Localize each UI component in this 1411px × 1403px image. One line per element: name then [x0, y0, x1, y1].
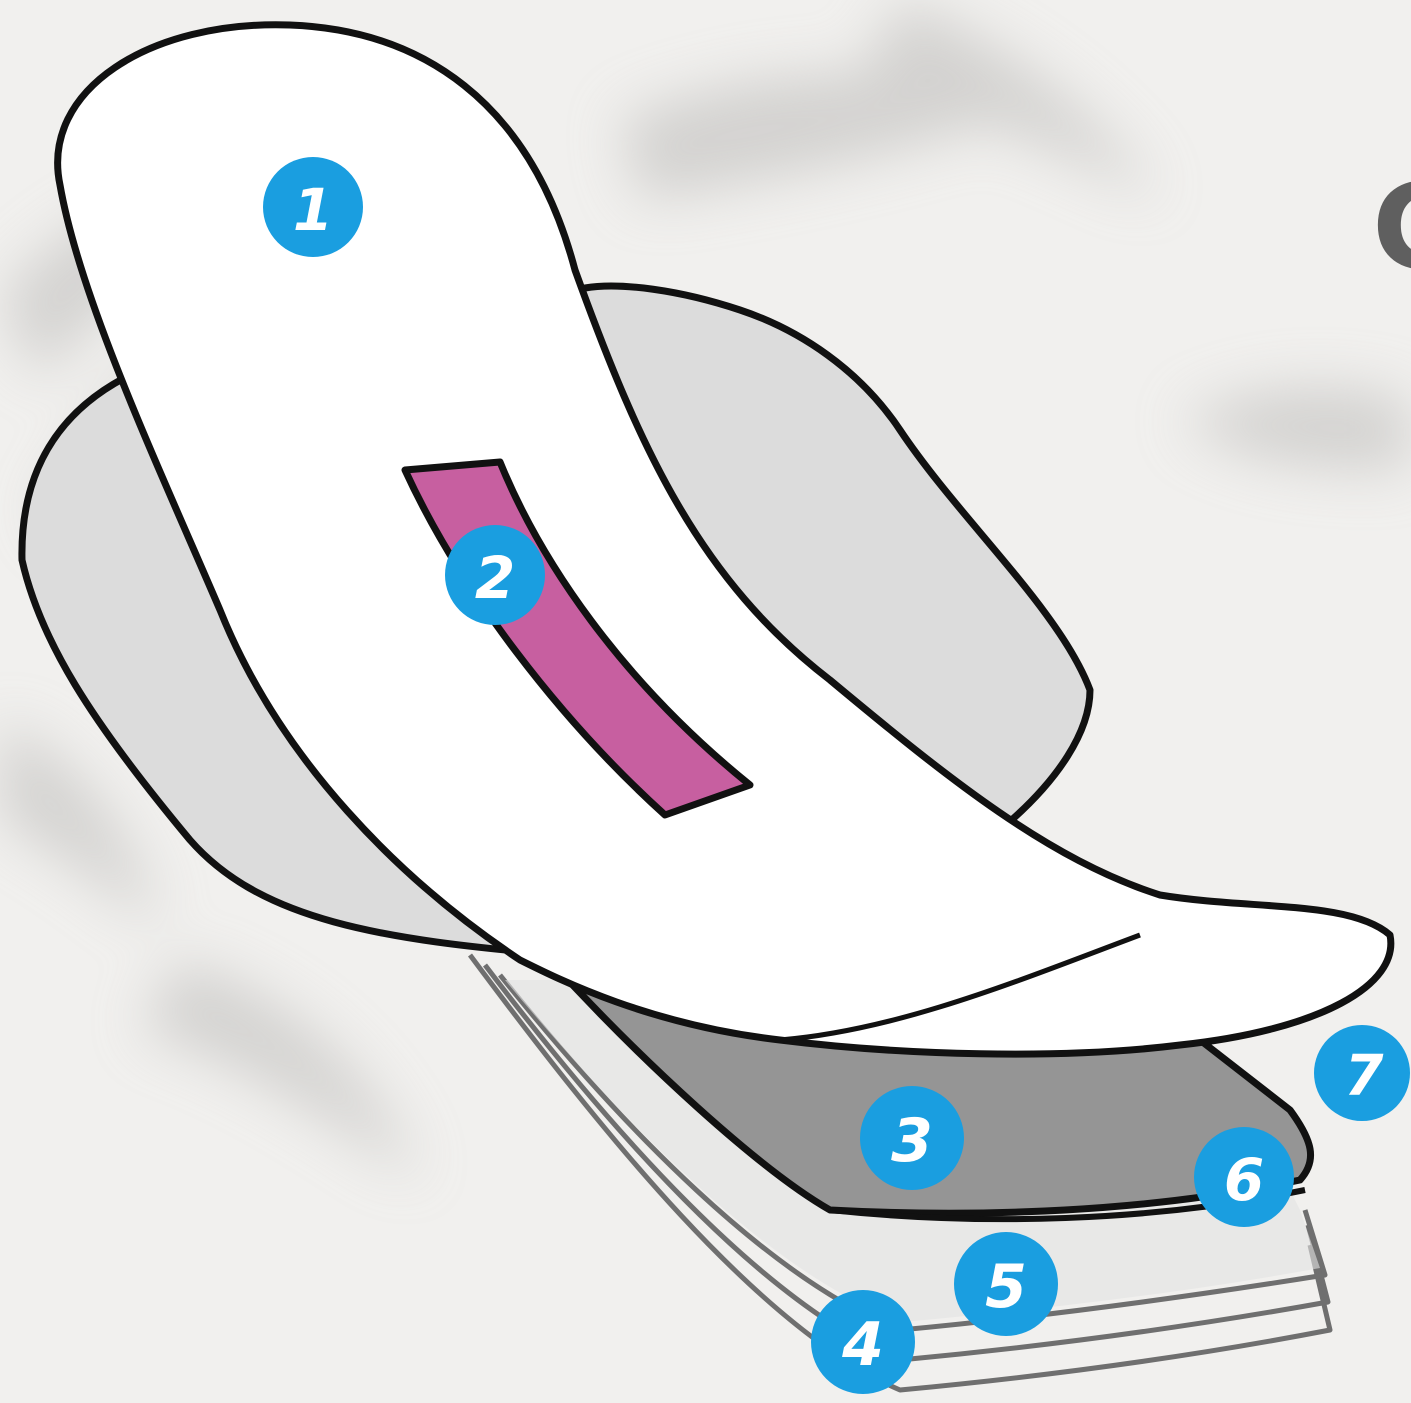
- svg-text:4: 4: [841, 1310, 884, 1380]
- svg-text:2: 2: [475, 544, 515, 612]
- badge-4: 4: [811, 1290, 915, 1394]
- svg-text:7: 7: [1345, 1044, 1384, 1109]
- badge-7: 7: [1314, 1025, 1410, 1121]
- badge-2: 2: [445, 525, 545, 625]
- svg-text:6: 6: [1224, 1146, 1264, 1214]
- badge-6: 6: [1194, 1127, 1294, 1227]
- svg-text:1: 1: [293, 176, 333, 244]
- badge-3: 3: [860, 1086, 964, 1190]
- svg-text:3: 3: [891, 1106, 933, 1176]
- svg-text:5: 5: [985, 1252, 1027, 1322]
- badge-1: 1: [263, 157, 363, 257]
- badge-5: 5: [954, 1232, 1058, 1336]
